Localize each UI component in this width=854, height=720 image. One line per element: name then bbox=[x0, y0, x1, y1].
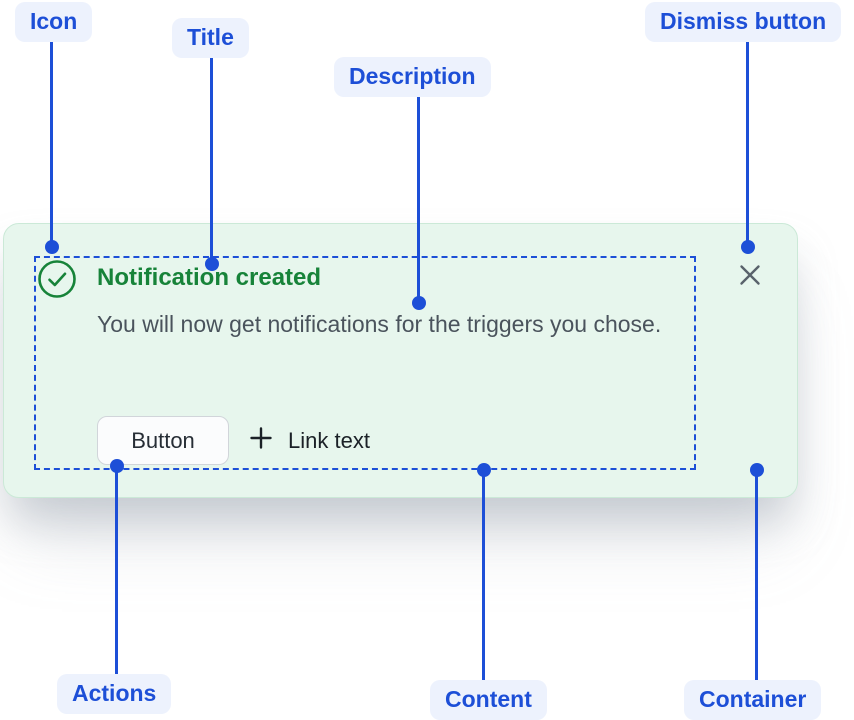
annotation-label-icon: Icon bbox=[15, 2, 93, 42]
connector-line-title bbox=[210, 54, 213, 264]
connector-line-dismiss bbox=[746, 38, 749, 247]
toast-action-link-label: Link text bbox=[288, 427, 370, 453]
connector-line-actions bbox=[115, 466, 118, 676]
annotation-label-description: Description bbox=[334, 57, 491, 97]
connector-dot-actions bbox=[110, 459, 124, 473]
connector-line-description bbox=[417, 94, 420, 303]
annotation-label-container: Container bbox=[684, 680, 822, 720]
close-icon bbox=[737, 262, 763, 291]
check-circle-icon bbox=[37, 259, 77, 299]
toast-container: Notification created You will now get no… bbox=[3, 223, 798, 498]
toast-content-outline bbox=[34, 256, 696, 470]
connector-dot-icon bbox=[45, 240, 59, 254]
annotation-label-content: Content bbox=[430, 680, 547, 720]
annotation-label-title: Title bbox=[172, 18, 249, 58]
toast-action-link[interactable]: Link text bbox=[248, 416, 370, 465]
annotation-label-dismiss-button: Dismiss button bbox=[645, 2, 842, 42]
toast-action-button-label: Button bbox=[131, 427, 195, 453]
dismiss-button[interactable] bbox=[734, 260, 766, 292]
connector-line-icon bbox=[50, 38, 53, 247]
connector-dot-title bbox=[205, 257, 219, 271]
connector-dot-content bbox=[477, 463, 491, 477]
connector-line-container bbox=[755, 470, 758, 682]
annotation-label-actions: Actions bbox=[57, 674, 172, 714]
connector-dot-container bbox=[750, 463, 764, 477]
connector-dot-dismiss bbox=[741, 240, 755, 254]
toast-action-button[interactable]: Button bbox=[97, 416, 229, 465]
toast-description: You will now get notifications for the t… bbox=[97, 311, 662, 337]
connector-dot-description bbox=[412, 296, 426, 310]
plus-icon bbox=[248, 425, 274, 457]
connector-line-content bbox=[482, 470, 485, 682]
